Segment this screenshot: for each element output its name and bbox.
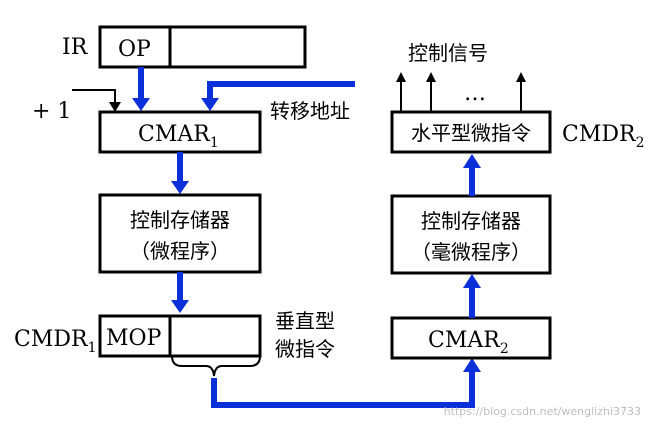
ir-register [98,25,307,69]
control-store-micro-line1: 控制存储器 [130,208,230,232]
cmar2-register [390,316,552,360]
cmar1-label: CMAR1 [138,122,219,151]
cmdr1-to-cmar2-arrow [211,370,475,408]
cmdr1-register [98,314,262,358]
control-store-micro-line2: （微程序） [130,239,230,263]
vertical-micro-line2: 微指令 [275,337,335,361]
cmar1-to-store-arrowhead [171,181,189,194]
transfer-address-arrowhead [201,98,219,111]
transfer-address-arrow [207,81,355,100]
cmar2-label: CMAR2 [428,328,509,357]
horizontal-micro-register [390,110,552,154]
plus-one-arrow [72,89,116,104]
cmdr2-label: CMDR2 [562,122,644,151]
control-store-micro [98,193,262,274]
ir-op-field: OP [118,37,151,62]
control-store-nano [390,194,552,275]
store-to-cmdr1-arrowhead [171,300,189,313]
control-store-nano-line2: （毫微程序） [411,240,531,264]
field-brace [171,355,261,377]
signal-arrowhead-1 [396,72,406,82]
vertical-micro-line1: 垂直型 [275,309,335,333]
signal-arrowhead-3 [516,72,526,82]
plus-one-label: + 1 [32,99,71,124]
horizontal-micro-label: 水平型微指令 [411,121,531,145]
cmar2-to-store-arrowhead [463,274,481,288]
ir-label: IR [62,35,89,60]
transfer-address-label: 转移地址 [270,99,350,123]
cmdr1-mop-field: MOP [106,326,162,351]
op-to-cmar1-arrowhead [132,98,150,111]
plus-one-arrowhead [109,102,121,112]
watermark: https://blog.csdn.net/wenglizhi3733 [444,405,641,418]
cmar1-register [98,110,262,154]
control-store-nano-line1: 控制存储器 [421,209,521,233]
cmdr1-to-cmar2-arrowhead [463,358,481,372]
store-to-cmdr2-arrowhead [463,154,481,168]
signal-ellipsis: … [464,81,486,106]
cmdr1-label: CMDR1 [14,327,96,356]
signal-arrowhead-2 [426,72,436,82]
control-signals-label: 控制信号 [408,41,488,65]
